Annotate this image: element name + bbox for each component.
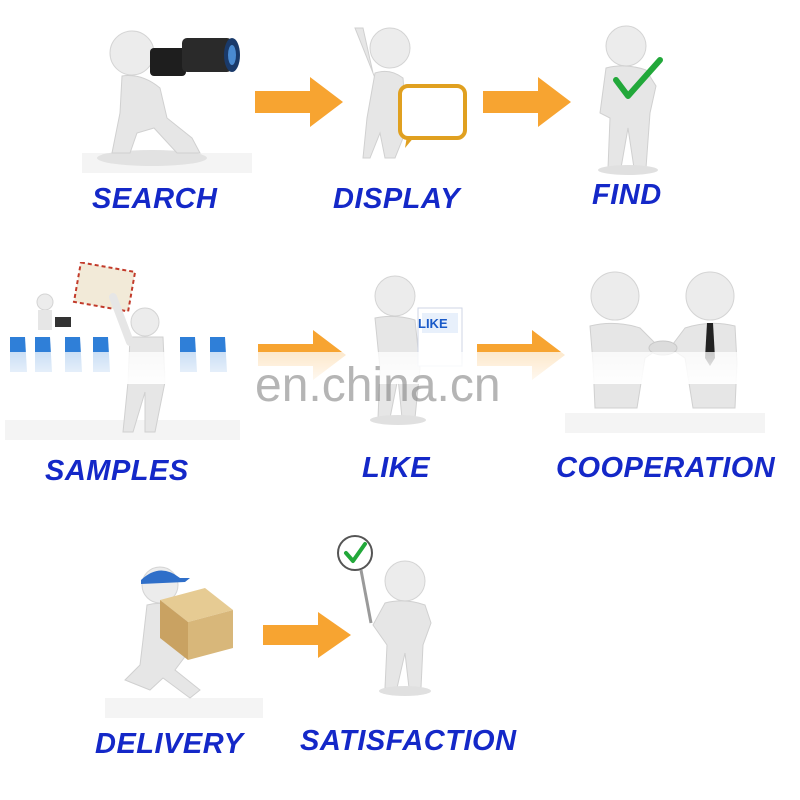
- arrow-icon: [483, 77, 571, 127]
- step-label-delivery: DELIVERY: [95, 728, 244, 760]
- step-label-search: SEARCH: [92, 183, 218, 215]
- envelope-icon: [72, 262, 137, 313]
- step-label-like: LIKE: [362, 452, 431, 484]
- satisfaction-figure: [335, 533, 445, 701]
- arrow-icon: [255, 77, 343, 127]
- display-figure: [345, 18, 470, 178]
- step-label-display: DISPLAY: [333, 183, 461, 215]
- find-figure: [588, 18, 678, 178]
- like-sign-text: LIKE: [418, 316, 448, 331]
- watermark: en.china.cn: [255, 359, 501, 412]
- package-box-icon: [160, 588, 233, 660]
- step-label-satisfaction: SATISFACTION: [300, 725, 517, 757]
- step-label-find: FIND: [592, 179, 662, 211]
- cooperation-figure: [565, 268, 765, 433]
- watermark-band: [0, 352, 800, 384]
- speech-bubble-icon: [398, 84, 467, 148]
- step-label-cooperation: COOPERATION: [556, 452, 776, 484]
- step-label-samples: SAMPLES: [45, 455, 189, 487]
- samples-figure: [5, 262, 240, 440]
- delivery-figure: [105, 560, 263, 718]
- camera-icon: [150, 38, 240, 76]
- checkmark-icon: [613, 57, 663, 99]
- check-sign-icon: [337, 535, 373, 624]
- search-figure: [82, 18, 252, 173]
- arrow-icon: [263, 612, 351, 658]
